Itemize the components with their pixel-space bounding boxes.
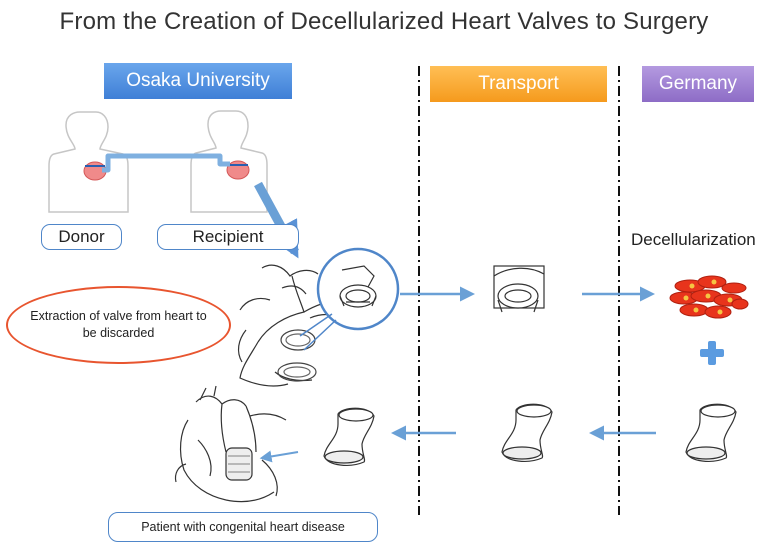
patient-heart-icon [174, 385, 287, 503]
extraction-label: Extraction of valve from heart to be dis… [30, 309, 207, 340]
header-osaka-university: Osaka University [104, 63, 292, 99]
donor-label: Donor [41, 224, 122, 250]
graft-icon [501, 403, 553, 462]
cells-icon [669, 275, 749, 319]
donor-to-recipient-connector [102, 153, 230, 173]
extraction-callout: Extraction of valve from heart to be dis… [6, 286, 231, 364]
valve-icon [493, 265, 545, 313]
decellularization-label: Decellularization [631, 230, 756, 249]
header-transport: Transport [430, 66, 607, 102]
graft-icon [323, 407, 375, 466]
valve-icon [339, 265, 377, 308]
magnifier-pointer [303, 319, 337, 351]
patient-graft-pointer [259, 450, 299, 463]
header-germany: Germany [642, 66, 754, 102]
page-title: From the Creation of Decellularized Hear… [59, 8, 709, 35]
donor-silhouette-icon [48, 111, 129, 213]
plus-icon [700, 341, 724, 365]
graft-icon [685, 403, 737, 462]
heart-icon [226, 160, 250, 180]
recipient-label: Recipient [157, 224, 299, 250]
patient-label: Patient with congenital heart disease [108, 512, 378, 542]
